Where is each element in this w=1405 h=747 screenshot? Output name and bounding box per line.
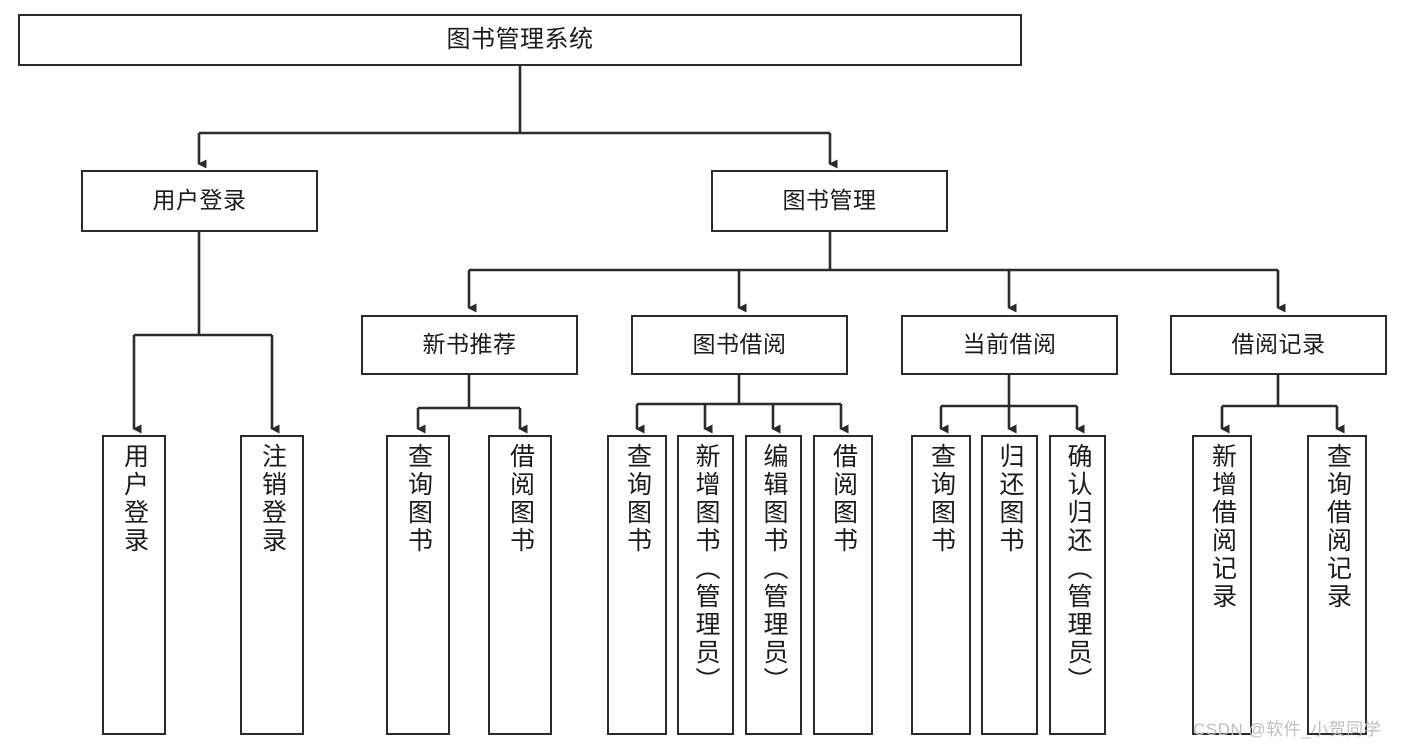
node-borrow-records[interactable]: 借阅记录 (1170, 315, 1387, 375)
node-label: 用户登录 (120, 443, 149, 555)
node-label: 图书管理 (782, 187, 877, 214)
leaf-borrow-record-query[interactable]: 查询借阅记录 (1307, 435, 1367, 735)
node-label: 借阅记录 (1231, 331, 1326, 358)
leaf-new-book-borrow[interactable]: 借阅图书 (488, 435, 552, 735)
node-label: 图书借阅 (692, 331, 787, 358)
leaf-user-login-signin[interactable]: 用户登录 (102, 435, 166, 735)
leaf-book-borrow-borrow[interactable]: 借阅图书 (813, 435, 873, 735)
node-new-book-recommend[interactable]: 新书推荐 (361, 315, 578, 375)
watermark-text: CSDN @软件_小贺同学 (1193, 720, 1382, 739)
node-root-system[interactable]: 图书管理系统 (18, 14, 1022, 66)
leaf-new-book-query[interactable]: 查询图书 (386, 435, 450, 735)
node-label: 当前借阅 (962, 331, 1057, 358)
node-label: 编辑图书（管理员） (760, 443, 788, 695)
node-label: 借阅图书 (506, 443, 535, 555)
node-label: 注销登录 (258, 443, 287, 555)
leaf-user-login-signout[interactable]: 注销登录 (240, 435, 304, 735)
leaf-borrow-record-add[interactable]: 新增借阅记录 (1192, 435, 1252, 735)
leaf-current-borrow-query[interactable]: 查询图书 (911, 435, 971, 735)
node-label: 图书管理系统 (446, 25, 594, 53)
node-label: 确认归还（管理员） (1064, 443, 1092, 695)
node-user-login[interactable]: 用户登录 (81, 170, 318, 232)
leaf-book-borrow-query[interactable]: 查询图书 (607, 435, 667, 735)
node-book-borrow[interactable]: 图书借阅 (631, 315, 848, 375)
node-label: 查询图书 (623, 443, 652, 555)
leaf-current-borrow-confirm-return[interactable]: 确认归还（管理员） (1049, 435, 1106, 735)
node-book-management[interactable]: 图书管理 (711, 170, 948, 232)
leaf-book-borrow-add[interactable]: 新增图书（管理员） (677, 435, 734, 735)
leaf-book-borrow-edit[interactable]: 编辑图书（管理员） (745, 435, 802, 735)
leaf-current-borrow-return[interactable]: 归还图书 (981, 435, 1038, 735)
node-label: 新增图书（管理员） (692, 443, 720, 695)
node-label: 借阅图书 (829, 443, 858, 555)
node-label: 新书推荐 (422, 331, 517, 358)
node-label: 新增借阅记录 (1208, 443, 1237, 611)
node-label: 用户登录 (152, 187, 247, 214)
node-label: 查询图书 (404, 443, 433, 555)
node-label: 查询借阅记录 (1323, 443, 1352, 611)
node-label: 查询图书 (927, 443, 956, 555)
node-label: 归还图书 (996, 443, 1024, 555)
node-current-borrow[interactable]: 当前借阅 (901, 315, 1118, 375)
